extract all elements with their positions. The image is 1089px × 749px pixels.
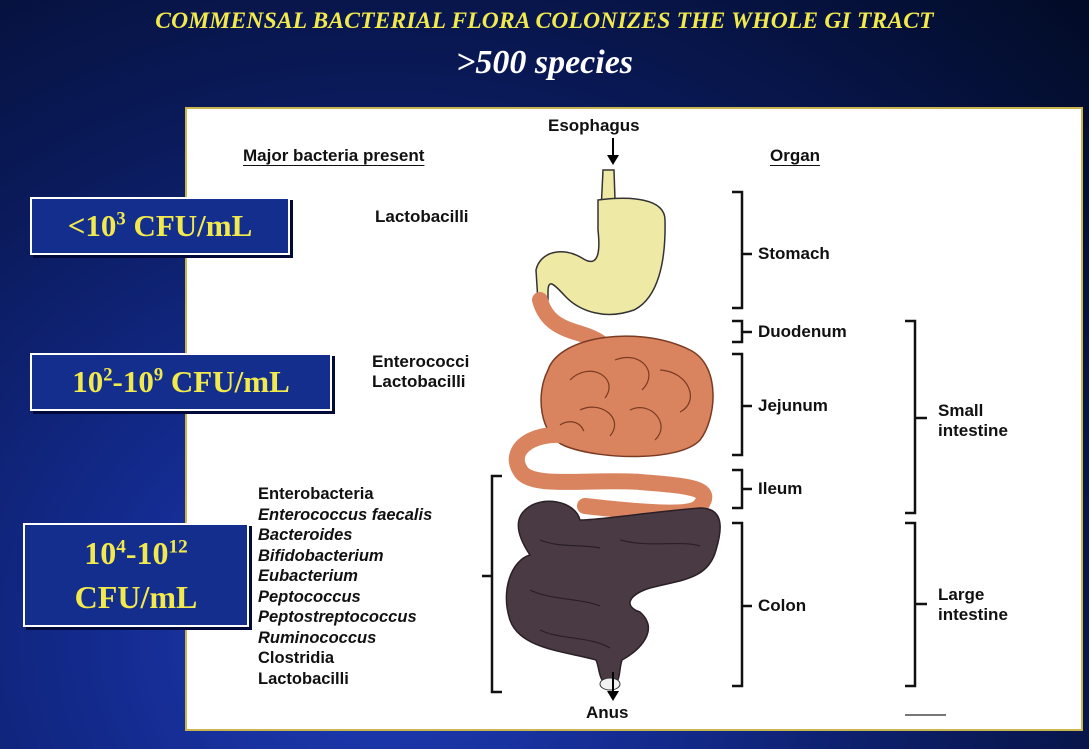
organ-colon: Colon <box>758 596 806 616</box>
group-label-line: Large <box>938 585 1008 605</box>
anus-label: Anus <box>586 703 629 723</box>
list-item: Ruminococcus <box>258 628 432 649</box>
organ-ileum: Ileum <box>758 479 802 499</box>
header-bacteria: Major bacteria present <box>243 146 424 166</box>
list-item: Peptostreptococcus <box>258 607 432 628</box>
organ-duodenum: Duodenum <box>758 322 847 342</box>
list-item: Enterococci <box>372 352 469 372</box>
group-label-line: intestine <box>938 421 1008 441</box>
list-item: Bifidobacterium <box>258 546 432 567</box>
group-small-intestine: Small intestine <box>938 401 1008 441</box>
header-organ: Organ <box>770 146 820 166</box>
bracket-large-intestine <box>905 523 927 686</box>
bracket-duodenum <box>732 321 752 342</box>
list-item: Clostridia <box>258 648 432 669</box>
organ-stomach: Stomach <box>758 244 830 264</box>
list-item: Bacteroides <box>258 525 432 546</box>
organ-jejunum: Jejunum <box>758 396 828 416</box>
list-item: Lactobacilli <box>372 372 469 392</box>
esophagus-label: Esophagus <box>548 116 640 136</box>
bacteria-colon-list: Enterobacteria Enterococcus faecalis Bac… <box>258 484 432 689</box>
stomach-shape <box>536 198 665 314</box>
bracket-colon <box>732 523 752 686</box>
bracket-small-intestine <box>905 321 927 513</box>
list-item: Peptococcus <box>258 587 432 608</box>
bracket-ileum <box>732 470 752 508</box>
group-large-intestine: Large intestine <box>938 585 1008 625</box>
bacteria-stomach: Lactobacilli <box>375 207 469 227</box>
bracket-jejunum <box>732 354 752 455</box>
group-label-line: Small <box>938 401 1008 421</box>
list-item: Lactobacilli <box>258 669 432 690</box>
group-label-line: intestine <box>938 605 1008 625</box>
bacteria-small-intestine: Enterococci Lactobacilli <box>372 352 469 392</box>
bracket-colon-bacteria <box>482 476 502 692</box>
list-item: Eubacterium <box>258 566 432 587</box>
bracket-stomach <box>732 192 752 308</box>
list-item: Enterococcus faecalis <box>258 505 432 526</box>
list-item: Enterobacteria <box>258 484 432 505</box>
rectum-shape <box>600 678 620 690</box>
